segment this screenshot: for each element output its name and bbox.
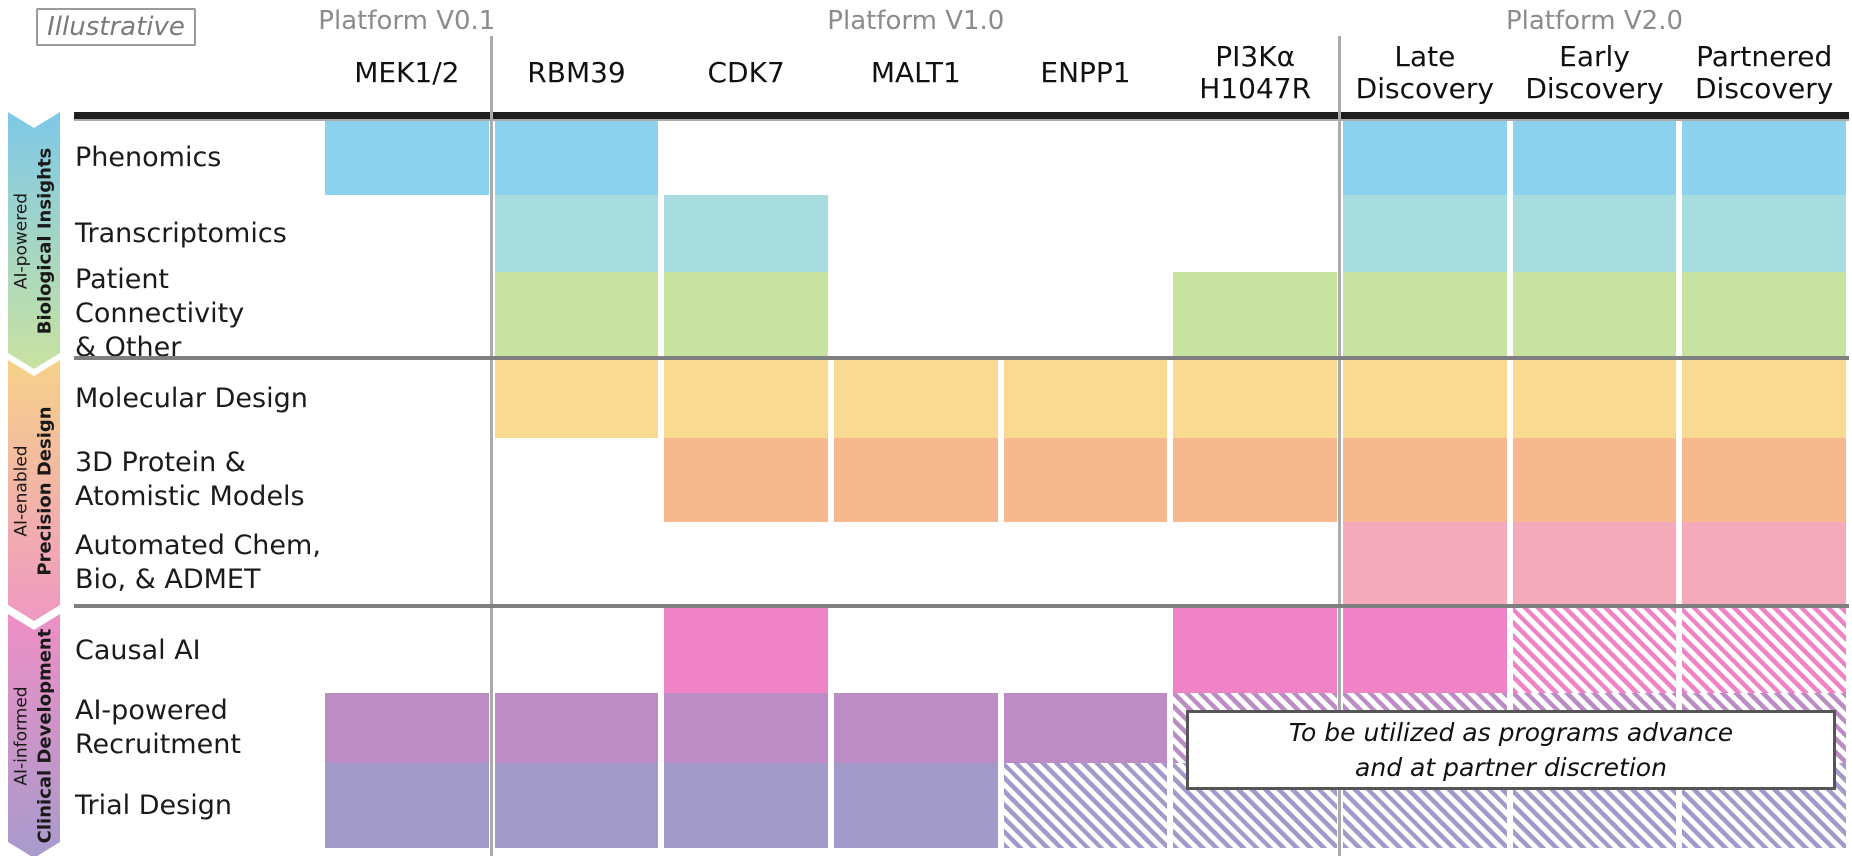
cell-trial-design-malt1 <box>834 763 998 848</box>
cell-causal-ai-early-hatched <box>1512 608 1677 693</box>
platform-label-platform-v1-0: Platform V1.0 <box>827 6 1005 36</box>
cell-patient-connectivity-other-rbm39 <box>494 272 659 356</box>
cell-molecular-design-pi3k <box>1173 360 1337 438</box>
cell-molecular-design-rbm39 <box>494 360 659 438</box>
cell-transcriptomics-rbm39 <box>494 195 659 272</box>
cell-ai-powered-recruitment-enpp1 <box>1003 693 1168 763</box>
note-line-1: To be utilized as programs advance <box>1288 718 1734 747</box>
column-header-partnered-discovery: Partnered Discovery <box>1694 39 1834 105</box>
row-label-transcriptomics: Transcriptomics <box>75 217 287 249</box>
cell-trial-design-cdk7 <box>664 763 828 848</box>
cell-trial-design-enpp1-hatched <box>1003 763 1168 848</box>
cell-3d-protein-atomistic-models-late <box>1343 438 1507 522</box>
cell-patient-connectivity-other-early <box>1512 272 1677 356</box>
section-name: Clinical Development <box>34 628 56 844</box>
row-label-ai-powered-recruitment: AI-powered Recruitment <box>75 695 241 760</box>
cell-3d-protein-atomistic-models-malt1 <box>834 438 998 522</box>
cell-phenomics-late <box>1343 121 1507 195</box>
column-header-rbm39: RBM39 <box>527 55 626 89</box>
cell-ai-powered-recruitment-malt1 <box>834 693 998 763</box>
cell-automated-chem-bio-admet-early <box>1512 522 1677 604</box>
cell-phenomics-early <box>1512 121 1677 195</box>
row-label-patient-connectivity-other: Patient Connectivity & Other <box>75 264 245 363</box>
cell-molecular-design-early <box>1512 360 1677 438</box>
platform-divider-line-2 <box>1338 36 1341 856</box>
cell-ai-powered-recruitment-rbm39 <box>494 693 659 763</box>
cell-causal-ai-late <box>1343 608 1507 693</box>
cell-molecular-design-malt1 <box>834 360 998 438</box>
cell-molecular-design-cdk7 <box>664 360 828 438</box>
cell-molecular-design-late <box>1343 360 1507 438</box>
cell-molecular-design-partnered <box>1682 360 1846 438</box>
cell-trial-design-mek1-2 <box>325 763 489 848</box>
column-header-pi3k-h1047r: PI3Kα H1047R <box>1199 39 1312 105</box>
column-header-early-discovery: Early Discovery <box>1525 39 1664 105</box>
note-line-2: and at partner discretion <box>1355 753 1667 782</box>
section-tag: AI-powered <box>11 192 32 289</box>
section-name: Biological Insights <box>34 147 56 334</box>
cell-transcriptomics-partnered <box>1682 195 1846 272</box>
cell-transcriptomics-late <box>1343 195 1507 272</box>
cell-phenomics-mek1-2 <box>325 121 489 195</box>
illustrative-badge-label: Illustrative <box>47 12 185 42</box>
section-divider-line-2 <box>74 604 1849 608</box>
row-label-automated-chem-bio-admet: Automated Chem, Bio, & ADMET <box>75 530 321 595</box>
cell-patient-connectivity-other-late <box>1343 272 1507 356</box>
cell-transcriptomics-early <box>1512 195 1677 272</box>
cell-phenomics-partnered <box>1682 121 1846 195</box>
platform-label-platform-v2-0: Platform V2.0 <box>1505 6 1684 36</box>
column-header-mek1-2: MEK1/2 <box>354 55 460 89</box>
illustrative-badge: Illustrative <box>36 8 196 46</box>
cell-causal-ai-cdk7 <box>664 608 828 693</box>
cell-automated-chem-bio-admet-partnered <box>1682 522 1846 604</box>
cell-ai-powered-recruitment-cdk7 <box>664 693 828 763</box>
cell-phenomics-rbm39 <box>494 121 659 195</box>
cell-causal-ai-partnered-hatched <box>1682 608 1846 693</box>
cell-3d-protein-atomistic-models-cdk7 <box>664 438 828 522</box>
row-label-causal-ai: Causal AI <box>75 634 201 666</box>
column-header-late-discovery: Late Discovery <box>1355 39 1494 105</box>
cell-3d-protein-atomistic-models-pi3k <box>1173 438 1337 522</box>
cell-patient-connectivity-other-pi3k <box>1173 272 1337 356</box>
cell-trial-design-rbm39 <box>494 763 659 848</box>
section-tag: AI-enabled <box>11 444 32 537</box>
section-name: Precision Design <box>34 405 56 576</box>
platform-label-platform-v0-1: Platform V0.1 <box>318 6 496 36</box>
cell-patient-connectivity-other-cdk7 <box>664 272 828 356</box>
column-header-cdk7: CDK7 <box>707 55 785 89</box>
grid-top-border <box>74 112 1849 121</box>
section-tag: AI-informed <box>11 686 32 786</box>
cell-3d-protein-atomistic-models-partnered <box>1682 438 1846 522</box>
column-header-enpp1: ENPP1 <box>1040 55 1131 89</box>
platform-divider-line-1 <box>489 36 493 856</box>
cell-causal-ai-pi3k <box>1173 608 1337 693</box>
cell-ai-powered-recruitment-mek1-2 <box>325 693 489 763</box>
row-label-phenomics: Phenomics <box>75 142 222 174</box>
cell-molecular-design-enpp1 <box>1003 360 1168 438</box>
cell-automated-chem-bio-admet-late <box>1343 522 1507 604</box>
section-divider-line-1 <box>74 356 1849 360</box>
row-label-molecular-design: Molecular Design <box>75 383 308 415</box>
cell-3d-protein-atomistic-models-enpp1 <box>1003 438 1168 522</box>
cell-patient-connectivity-other-partnered <box>1682 272 1846 356</box>
row-label-3d-protein-atomistic-models: 3D Protein & Atomistic Models <box>75 447 305 512</box>
note-box: To be utilized as programs advance and a… <box>1186 710 1836 790</box>
column-header-malt1: MALT1 <box>870 55 961 89</box>
cell-transcriptomics-cdk7 <box>664 195 828 272</box>
cell-3d-protein-atomistic-models-early <box>1512 438 1677 522</box>
row-label-trial-design: Trial Design <box>75 789 232 821</box>
